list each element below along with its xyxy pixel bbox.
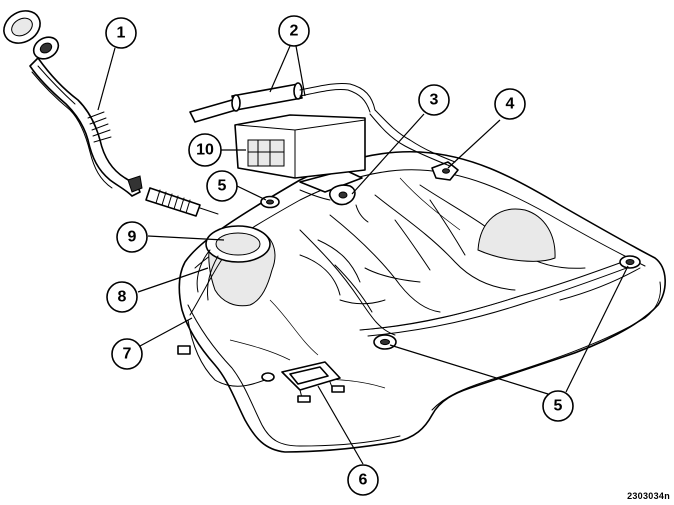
callout-10: 10 <box>188 133 222 167</box>
callout-leaders <box>97 45 629 465</box>
figure-reference-code: 2303034n <box>627 491 670 501</box>
callout-9: 9 <box>116 221 148 253</box>
callout-1: 1 <box>105 17 137 49</box>
callout-3: 3 <box>418 84 450 116</box>
callout-3-label: 3 <box>430 92 439 109</box>
callout-7: 7 <box>111 338 143 370</box>
callout-5-bottom-label: 5 <box>554 398 563 415</box>
callout-10-label: 10 <box>196 142 214 159</box>
leader-9 <box>147 235 225 241</box>
callout-2-label: 2 <box>290 23 299 40</box>
callout-4-label: 4 <box>506 96 515 113</box>
callout-8-label: 8 <box>118 289 127 306</box>
fuel-tank <box>177 150 666 453</box>
leader-2b <box>295 45 306 97</box>
leader-5b <box>389 344 549 395</box>
callout-4: 4 <box>494 88 526 120</box>
leader-7 <box>139 317 193 347</box>
callout-5-top-label: 5 <box>218 178 227 195</box>
callout-6-label: 6 <box>359 472 368 489</box>
leader-6 <box>317 385 364 465</box>
leader-5c <box>565 265 629 393</box>
callout-1-label: 1 <box>117 25 126 42</box>
leader-2a <box>269 45 291 93</box>
callout-2: 2 <box>278 15 310 47</box>
leader-4 <box>447 119 501 169</box>
fuel-filler-neck <box>3 10 143 197</box>
tank-inlet-hose <box>145 187 219 217</box>
evap-canister <box>189 82 456 179</box>
leader-5a <box>236 185 267 201</box>
callout-6: 6 <box>347 464 379 496</box>
callout-8: 8 <box>106 281 138 313</box>
leader-3 <box>351 113 425 195</box>
callout-9-label: 9 <box>128 229 137 246</box>
callout-5-bottom: 5 <box>542 390 574 422</box>
callout-7-label: 7 <box>123 346 132 363</box>
leader-1 <box>97 47 116 111</box>
callout-5-top: 5 <box>206 170 238 202</box>
leader-8 <box>137 267 209 293</box>
